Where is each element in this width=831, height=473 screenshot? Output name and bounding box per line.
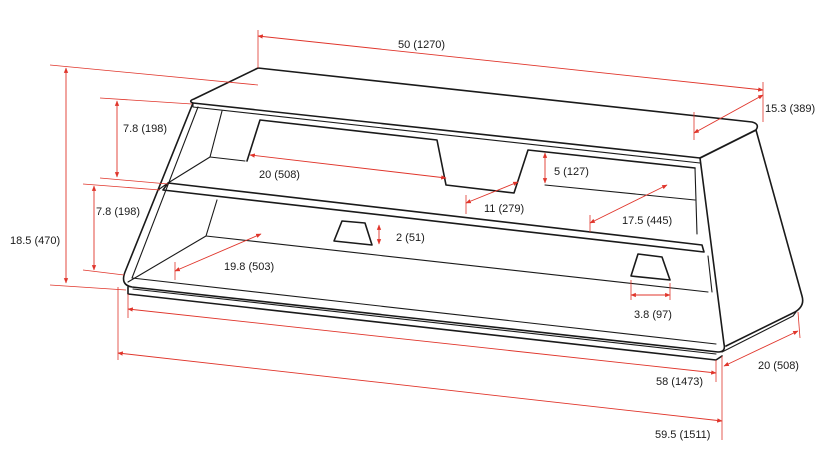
- label-overall-height: 18.5 (470): [10, 235, 60, 247]
- cable-port-center: [333, 220, 373, 246]
- right-side-panel: [699, 129, 804, 347]
- label-cable-port-width: 3.8 (97): [634, 309, 672, 321]
- label-cable-port-height: 2 (51): [396, 232, 425, 244]
- top-surface: [189, 67, 759, 159]
- stand-outline: [122, 67, 804, 361]
- label-overall-width: 59.5 (1511): [655, 429, 710, 441]
- label-lower-shelf-height: 7.8 (198): [96, 206, 140, 218]
- label-top-depth: 15.3 (389): [765, 103, 815, 115]
- label-center-gap: 11 (279): [484, 203, 524, 215]
- dimension-lines: [49, 30, 801, 440]
- upper-shelf: [162, 182, 705, 253]
- label-base-depth: 20 (508): [758, 360, 799, 372]
- cable-port-right: [630, 253, 671, 281]
- upper-rear-opening: [246, 119, 696, 194]
- label-upper-opening-height: 5 (127): [554, 166, 589, 178]
- label-upper-shelf-height: 7.8 (198): [123, 123, 167, 135]
- label-base-width: 58 (1473): [656, 376, 703, 388]
- label-lower-shelf-width: 19.8 (503): [224, 261, 274, 273]
- label-right-shelf-width: 17.5 (445): [622, 215, 672, 227]
- label-top-width: 50 (1270): [398, 39, 445, 51]
- label-upper-opening-width: 20 (508): [259, 169, 300, 181]
- dimension-labels: 50 (1270) 15.3 (389) 7.8 (198) 7.8 (198)…: [10, 39, 815, 441]
